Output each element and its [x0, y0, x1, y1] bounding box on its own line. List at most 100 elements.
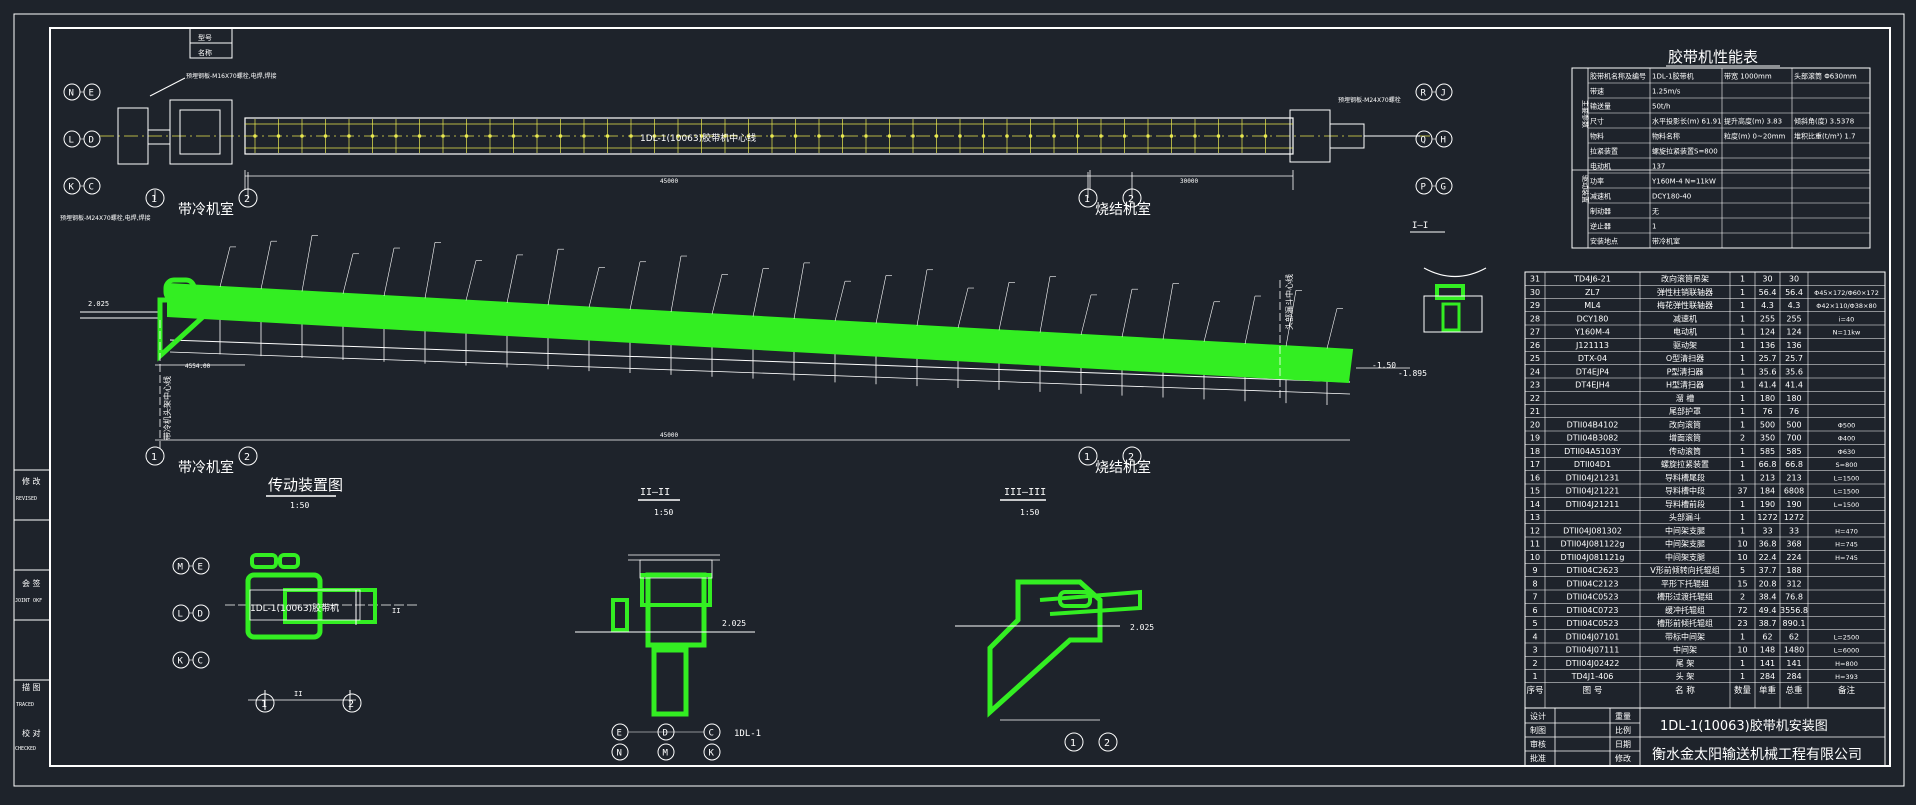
tb-label: 重量	[1615, 711, 1631, 721]
section-3-title: III—III	[1004, 487, 1046, 498]
section-1: I—I	[1410, 221, 1487, 333]
elev-right: -1.50	[1372, 361, 1396, 370]
parts-cell: 76.8	[1785, 593, 1803, 602]
plan-idler-dot	[887, 134, 892, 138]
perf-cell: Y160M-4 N=11kW	[1651, 178, 1716, 186]
parts-cell: 180	[1786, 394, 1801, 403]
plan-idler-dot	[629, 134, 633, 138]
parts-cell: 284	[1760, 672, 1775, 681]
leader-line	[875, 275, 887, 324]
perf-group-label: 驱动装置	[1581, 175, 1590, 203]
parts-cell: L=1500	[1834, 474, 1860, 482]
leader-line	[916, 269, 928, 326]
strip-label: 修 改	[22, 476, 41, 486]
axis-letter: K	[709, 749, 715, 759]
parts-cell: 76	[1789, 407, 1799, 416]
parts-cell: 中间架支腿	[1665, 525, 1705, 535]
parts-cell: N=11kw	[1833, 329, 1861, 337]
axis-letter: K	[178, 657, 184, 667]
plan-idler-dot	[488, 134, 492, 138]
plan-idler-dot	[958, 134, 962, 138]
top-stamp: 型号 名称	[189, 27, 233, 59]
parts-cell: V形前倾转向托辊组	[1650, 565, 1719, 575]
parts-cell: 4	[1532, 632, 1537, 641]
perf-cell: 1.25m/s	[1652, 88, 1681, 96]
plan-idler-dot	[1193, 134, 1197, 138]
parts-cell: 35.6	[1785, 367, 1803, 376]
leader-line	[1326, 308, 1338, 349]
plan-idler-dot	[676, 134, 680, 138]
parts-cell: DTII04C0523	[1567, 619, 1619, 628]
axis-letter: M	[178, 563, 184, 573]
parts-cell: Φ400	[1838, 435, 1856, 443]
perf-cell: 水平投影长(m) 61.91	[1652, 117, 1722, 126]
parts-cell: 1	[1740, 354, 1745, 363]
parts-cell: 35.6	[1759, 367, 1777, 376]
parts-cell: 36.8	[1759, 540, 1777, 549]
parts-cell: 驱动架	[1673, 340, 1697, 350]
parts-cell: 槽形前倾托辊组	[1657, 618, 1713, 628]
parts-cell: 284	[1786, 672, 1801, 681]
parts-cell: 500	[1760, 420, 1775, 429]
section-2-scale: 1:50	[654, 508, 673, 517]
perf-cell: 137	[1652, 163, 1665, 171]
parts-cell: DTII04J081302	[1563, 526, 1622, 535]
parts-cell: 26	[1530, 341, 1540, 350]
axis-bubble	[703, 743, 721, 761]
parts-cell: 20.8	[1759, 579, 1777, 588]
strip-label: TRACED	[16, 702, 34, 708]
parts-cell: 1480	[1784, 646, 1804, 655]
parts-cell: 平形下托辊组	[1661, 578, 1709, 588]
parts-cell: 中间架	[1673, 645, 1697, 655]
axis-letter: L	[69, 136, 74, 146]
perf-cell: 倾斜角(度) 3.5378	[1794, 117, 1854, 126]
drive-label: 1DL-1(10063)胶带机	[250, 602, 339, 614]
perf-cell: 物料名称	[1652, 132, 1680, 141]
parts-cell: 头 架	[1676, 671, 1695, 681]
parts-cell: 12	[1530, 526, 1540, 535]
parts-cell: 136	[1760, 341, 1775, 350]
parts-cell: 10	[1737, 646, 1747, 655]
parts-cell: 9	[1532, 566, 1537, 575]
plan-idler-dot	[1005, 134, 1009, 138]
parts-cell: 1	[1532, 672, 1537, 681]
leader-line	[629, 261, 641, 310]
tb-label: 制图	[1530, 725, 1546, 735]
leader-line	[670, 255, 682, 313]
parts-cell: 导料槽前段	[1665, 499, 1705, 509]
parts-cell: DTII04A5103Y	[1564, 447, 1621, 456]
parts-cell: 2	[1532, 659, 1537, 668]
axis-label: 1	[1070, 738, 1076, 749]
drive-frame	[245, 572, 323, 640]
parts-cell: 1	[1740, 632, 1745, 641]
perf-cell: 减速机	[1590, 192, 1611, 201]
axis-letter: D	[89, 136, 94, 146]
parts-cell: i=40	[1839, 315, 1855, 323]
parts-header: 图 号	[1583, 686, 1603, 696]
axis-letter: D	[198, 610, 203, 620]
parts-cell: 213	[1760, 473, 1775, 482]
parts-cell: 184	[1760, 487, 1775, 496]
parts-cell: DTII04J21211	[1566, 500, 1620, 509]
parts-cell: 21	[1530, 407, 1540, 416]
axis-letter: D	[663, 729, 668, 739]
parts-cell: 17	[1530, 460, 1540, 469]
plan-idler-dot	[253, 134, 257, 138]
leader-line	[711, 274, 723, 315]
parts-cell: 27	[1530, 328, 1540, 337]
parts-cell: H=800	[1835, 660, 1858, 668]
perf-title: 胶带机性能表	[1668, 48, 1758, 66]
parts-cell: 141	[1786, 659, 1801, 668]
elevation-view: 2.025 -1.50 -1.895 带冷机头架中心线 头部漏斗中心线 4500…	[80, 235, 1427, 476]
plan-idler-dot	[441, 134, 445, 138]
parts-header: 单重	[1759, 685, 1777, 696]
parts-cell: ML4	[1584, 301, 1600, 310]
axis-letter: M	[663, 749, 669, 759]
parts-cell: 19	[1530, 434, 1540, 443]
parts-cell: 1	[1740, 420, 1745, 429]
parts-cell: 30	[1789, 275, 1799, 284]
parts-cell: DTII04B3082	[1567, 434, 1619, 443]
